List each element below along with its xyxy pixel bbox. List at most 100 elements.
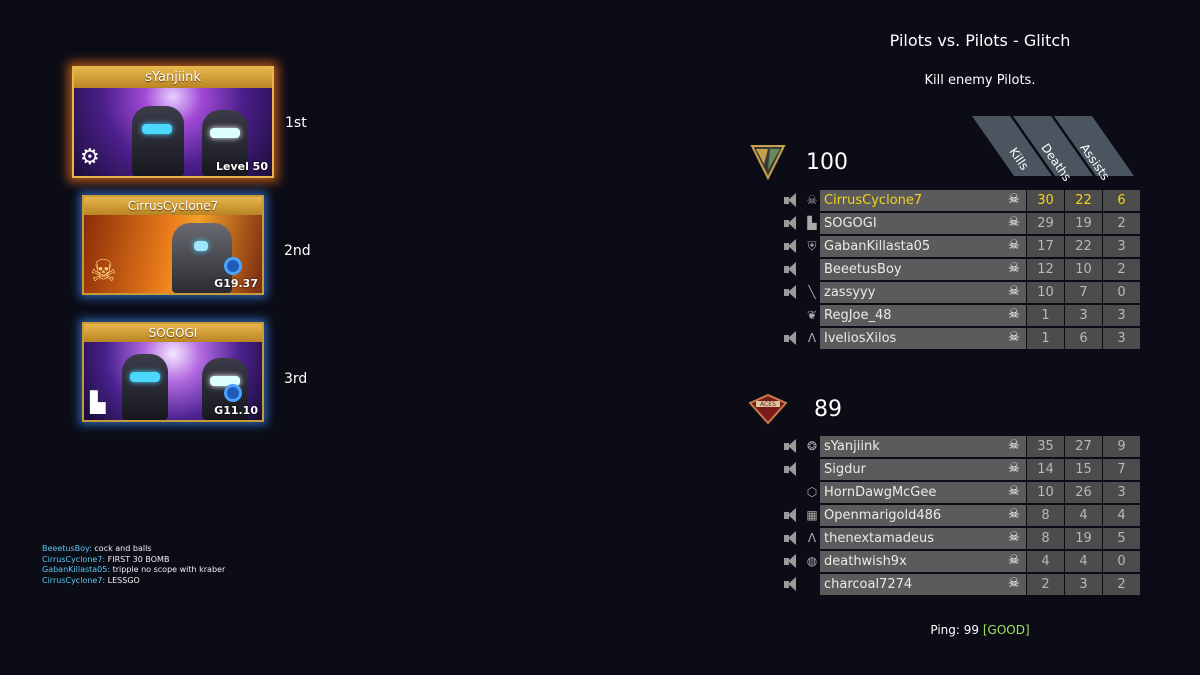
generation-label: G11.10	[214, 404, 258, 417]
knife-icon: ╲	[808, 285, 816, 299]
generation-label: G19.37	[214, 277, 258, 290]
podium-card-second[interactable]: CirrusCyclone7 ☠ G19.37	[82, 195, 264, 295]
assists-value: 3	[1103, 236, 1140, 257]
team-score: 89	[814, 397, 842, 422]
podium-card-first[interactable]: sYanjiink ⚙ Level 50	[72, 66, 274, 178]
speaker-icon[interactable]	[784, 331, 798, 346]
kills-value: 10	[1027, 482, 1064, 503]
boot-icon: ▙	[807, 216, 817, 230]
skull-icon: ☠	[1008, 330, 1020, 345]
skull-icon: ☠	[1008, 192, 1020, 207]
player-name: thenextamadeus	[820, 528, 1026, 549]
deaths-value: 4	[1065, 551, 1102, 572]
deaths-value: 3	[1065, 305, 1102, 326]
kills-value: 30	[1027, 190, 1064, 211]
player-name: Openmarigold486	[820, 505, 1026, 526]
skull-icon: ☠	[1008, 553, 1020, 568]
skull-icon: ☠	[1008, 507, 1020, 522]
player-name: CirrusCyclone7	[820, 190, 1026, 211]
podium-name: CirrusCyclone7	[84, 197, 262, 215]
kills-value: 12	[1027, 259, 1064, 280]
speaker-icon[interactable]	[784, 439, 798, 454]
speaker-icon[interactable]	[784, 508, 798, 523]
place-label: 2nd	[284, 243, 311, 259]
ping-label: Ping:	[930, 623, 960, 637]
speaker-icon[interactable]	[784, 554, 798, 569]
place-label: 3rd	[284, 371, 308, 387]
callsign-art: ☠ G19.37	[84, 215, 262, 293]
kills-value: 35	[1027, 436, 1064, 457]
chat-line: BeeetusBoy: cock and balls	[42, 544, 225, 555]
player-name: HornDawgMcGee	[820, 482, 1026, 503]
assists-value: 0	[1103, 282, 1140, 303]
triskelion-icon: ⚙	[80, 145, 100, 170]
militia-logo-icon	[750, 145, 786, 180]
assists-value: 5	[1103, 528, 1140, 549]
chat-line: CirrusCyclone7: FIRST 30 BOMB	[42, 555, 225, 566]
skull-icon: ☠	[1008, 261, 1020, 276]
kills-value: 14	[1027, 459, 1064, 480]
kills-value: 8	[1027, 505, 1064, 526]
kills-value: 1	[1027, 305, 1064, 326]
chat-message: FIRST 30 BOMB	[107, 554, 170, 564]
speaker-icon[interactable]	[784, 462, 798, 477]
deaths-value: 27	[1065, 436, 1102, 457]
deaths-value: 15	[1065, 459, 1102, 480]
speaker-icon[interactable]	[784, 577, 798, 592]
objective-text: Kill enemy Pilots.	[924, 73, 1036, 88]
chat-message: cock and balls	[94, 544, 152, 553]
chat-sender: CirrusCyclone7:	[42, 554, 106, 564]
deaths-value: 10	[1065, 259, 1102, 280]
place-label: 1st	[285, 115, 307, 131]
podium-name: SOGOGI	[84, 324, 262, 342]
player-name: RegJoe_48	[820, 305, 1026, 326]
speaker-icon[interactable]	[784, 193, 798, 208]
speaker-icon[interactable]	[784, 285, 798, 300]
podium-name: sYanjiink	[74, 68, 272, 88]
speaker-icon[interactable]	[784, 239, 798, 254]
triskelion-icon: ❂	[806, 439, 818, 453]
speaker-icon[interactable]	[784, 531, 798, 546]
assists-value: 9	[1103, 436, 1140, 457]
dev-badge-icon: ▦	[806, 508, 818, 522]
ping-quality: [GOOD]	[982, 623, 1030, 637]
kills-value: 10	[1027, 282, 1064, 303]
player-name: GabanKillasta05	[820, 236, 1026, 257]
level-label: Level 50	[215, 160, 268, 173]
speaker-icon[interactable]	[784, 262, 798, 277]
assists-value: 3	[1103, 482, 1140, 503]
skull-icon: ☠	[1008, 307, 1020, 322]
assists-value: 7	[1103, 459, 1140, 480]
apex-icon: Λ	[807, 331, 817, 345]
player-name: zassyyy	[820, 282, 1026, 303]
podium-card-third[interactable]: SOGOGI ▙ G11.10	[82, 322, 264, 422]
assists-value: 0	[1103, 551, 1140, 572]
kills-value: 17	[1027, 236, 1064, 257]
speaker-icon[interactable]	[784, 216, 798, 231]
globe-icon: ◍	[806, 554, 818, 568]
imc-aces-logo-icon: ACES	[748, 393, 788, 425]
deaths-value: 4	[1065, 505, 1102, 526]
skull-emblem-icon: ☠	[90, 254, 117, 289]
chat-line: GabanKillasta05: tripple no scope with k…	[42, 565, 225, 576]
chat-sender: BeeetusBoy:	[42, 544, 92, 553]
deaths-value: 19	[1065, 528, 1102, 549]
team-logo-text: ACES	[760, 401, 776, 408]
assists-value: 2	[1103, 213, 1140, 234]
player-name: charcoal7274	[820, 574, 1026, 595]
kills-value: 4	[1027, 551, 1064, 572]
